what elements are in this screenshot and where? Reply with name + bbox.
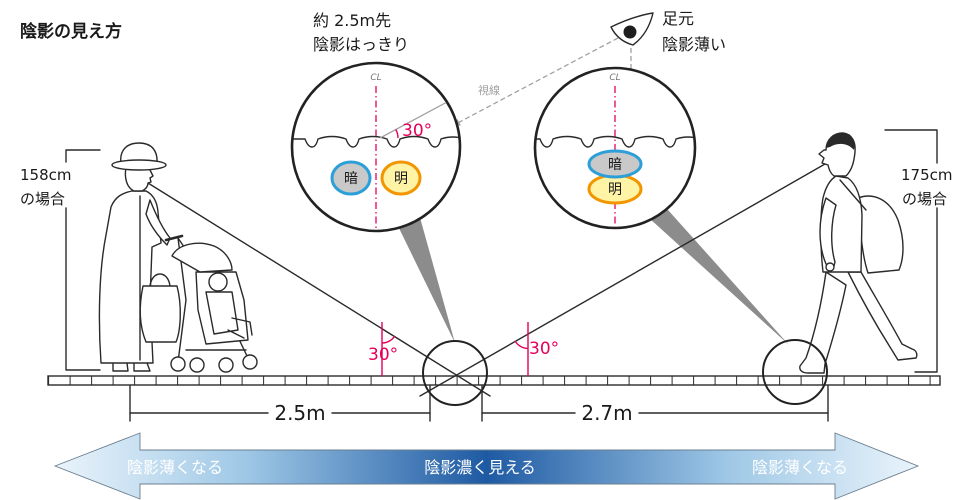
feet-view-callout: 足元 陰影薄い xyxy=(662,9,726,54)
far-view-light-label: 明 xyxy=(394,171,408,187)
short-person-note: の場合 xyxy=(20,190,65,208)
far-view-shadow-note: 陰影はっきり xyxy=(313,35,409,54)
sight-line-short-person xyxy=(147,182,491,397)
distance-tall-person: 2.7m xyxy=(581,401,632,425)
gaze-line-far-label: 視線 xyxy=(478,83,500,97)
short-person-angle-label: 30° xyxy=(368,345,398,365)
band-center-label: 陰影濃く見える xyxy=(424,458,536,477)
far-view-angle-arc xyxy=(395,129,399,139)
far-view-magnifier-pointer xyxy=(396,214,455,343)
far-view-cl-label: CL xyxy=(370,73,381,83)
short-person-height-bracket: 158cm の場合 xyxy=(20,149,101,371)
tall-person-height-bracket: 175cm の場合 xyxy=(884,129,953,373)
feet-view-dark-marker xyxy=(587,149,643,179)
short-person-angle-marker: 30° xyxy=(368,322,398,376)
person-with-stroller xyxy=(98,142,181,372)
feet-view-dark-label: 暗 xyxy=(608,157,622,173)
far-view-light-marker xyxy=(380,160,422,196)
feet-view-magnifier: CL 明 暗 xyxy=(533,66,697,230)
tall-person-height: 175cm xyxy=(901,166,953,184)
tall-person-angle-label: 30° xyxy=(529,339,559,359)
far-view-magnifier: CL 30° 暗 明 xyxy=(290,61,462,233)
far-view-angle-label: 30° xyxy=(402,121,432,141)
distance-short-person: 2.5m xyxy=(274,401,325,425)
tactile-paving-ground xyxy=(47,375,941,386)
feet-view-shadow-note: 陰影薄い xyxy=(662,35,726,54)
far-view-ground-spot xyxy=(422,340,488,406)
short-person-height: 158cm xyxy=(20,166,72,184)
gaze-line-far xyxy=(451,37,619,127)
sight-line-tall-person xyxy=(419,159,833,397)
eye-icon xyxy=(610,12,654,46)
diagram-title: 陰影の見え方 xyxy=(20,21,122,42)
far-view-dark-marker xyxy=(330,160,372,196)
far-view-tactile-profile xyxy=(293,135,459,148)
feet-view-cl-label: CL xyxy=(609,73,620,83)
sun-hat xyxy=(120,142,158,165)
feet-view-tactile-profile xyxy=(536,135,694,148)
distance-dimensions: 2.5m 2.7m xyxy=(129,385,829,425)
feet-view-light-label: 明 xyxy=(608,182,622,198)
far-view-callout: 約 2.5m先 陰影はっきり xyxy=(313,11,409,54)
hanging-bag xyxy=(139,285,181,343)
walking-person xyxy=(799,132,918,374)
feet-view-label: 足元 xyxy=(662,9,694,28)
far-view-dark-label: 暗 xyxy=(344,171,358,187)
feet-view-ground-spot xyxy=(762,339,828,405)
feet-view-magnifier-pointer xyxy=(649,210,789,345)
band-right-label: 陰影薄くなる xyxy=(752,458,848,477)
far-view-distance: 約 2.5m先 xyxy=(313,11,391,30)
tall-person-angle-marker: 30° xyxy=(514,322,559,376)
stroller xyxy=(164,234,258,373)
tall-person-note: の場合 xyxy=(902,190,947,208)
shadow-intensity-arrow: 陰影薄くなる 陰影濃く見える 陰影薄くなる xyxy=(53,432,920,500)
band-left-label: 陰影薄くなる xyxy=(127,458,223,477)
